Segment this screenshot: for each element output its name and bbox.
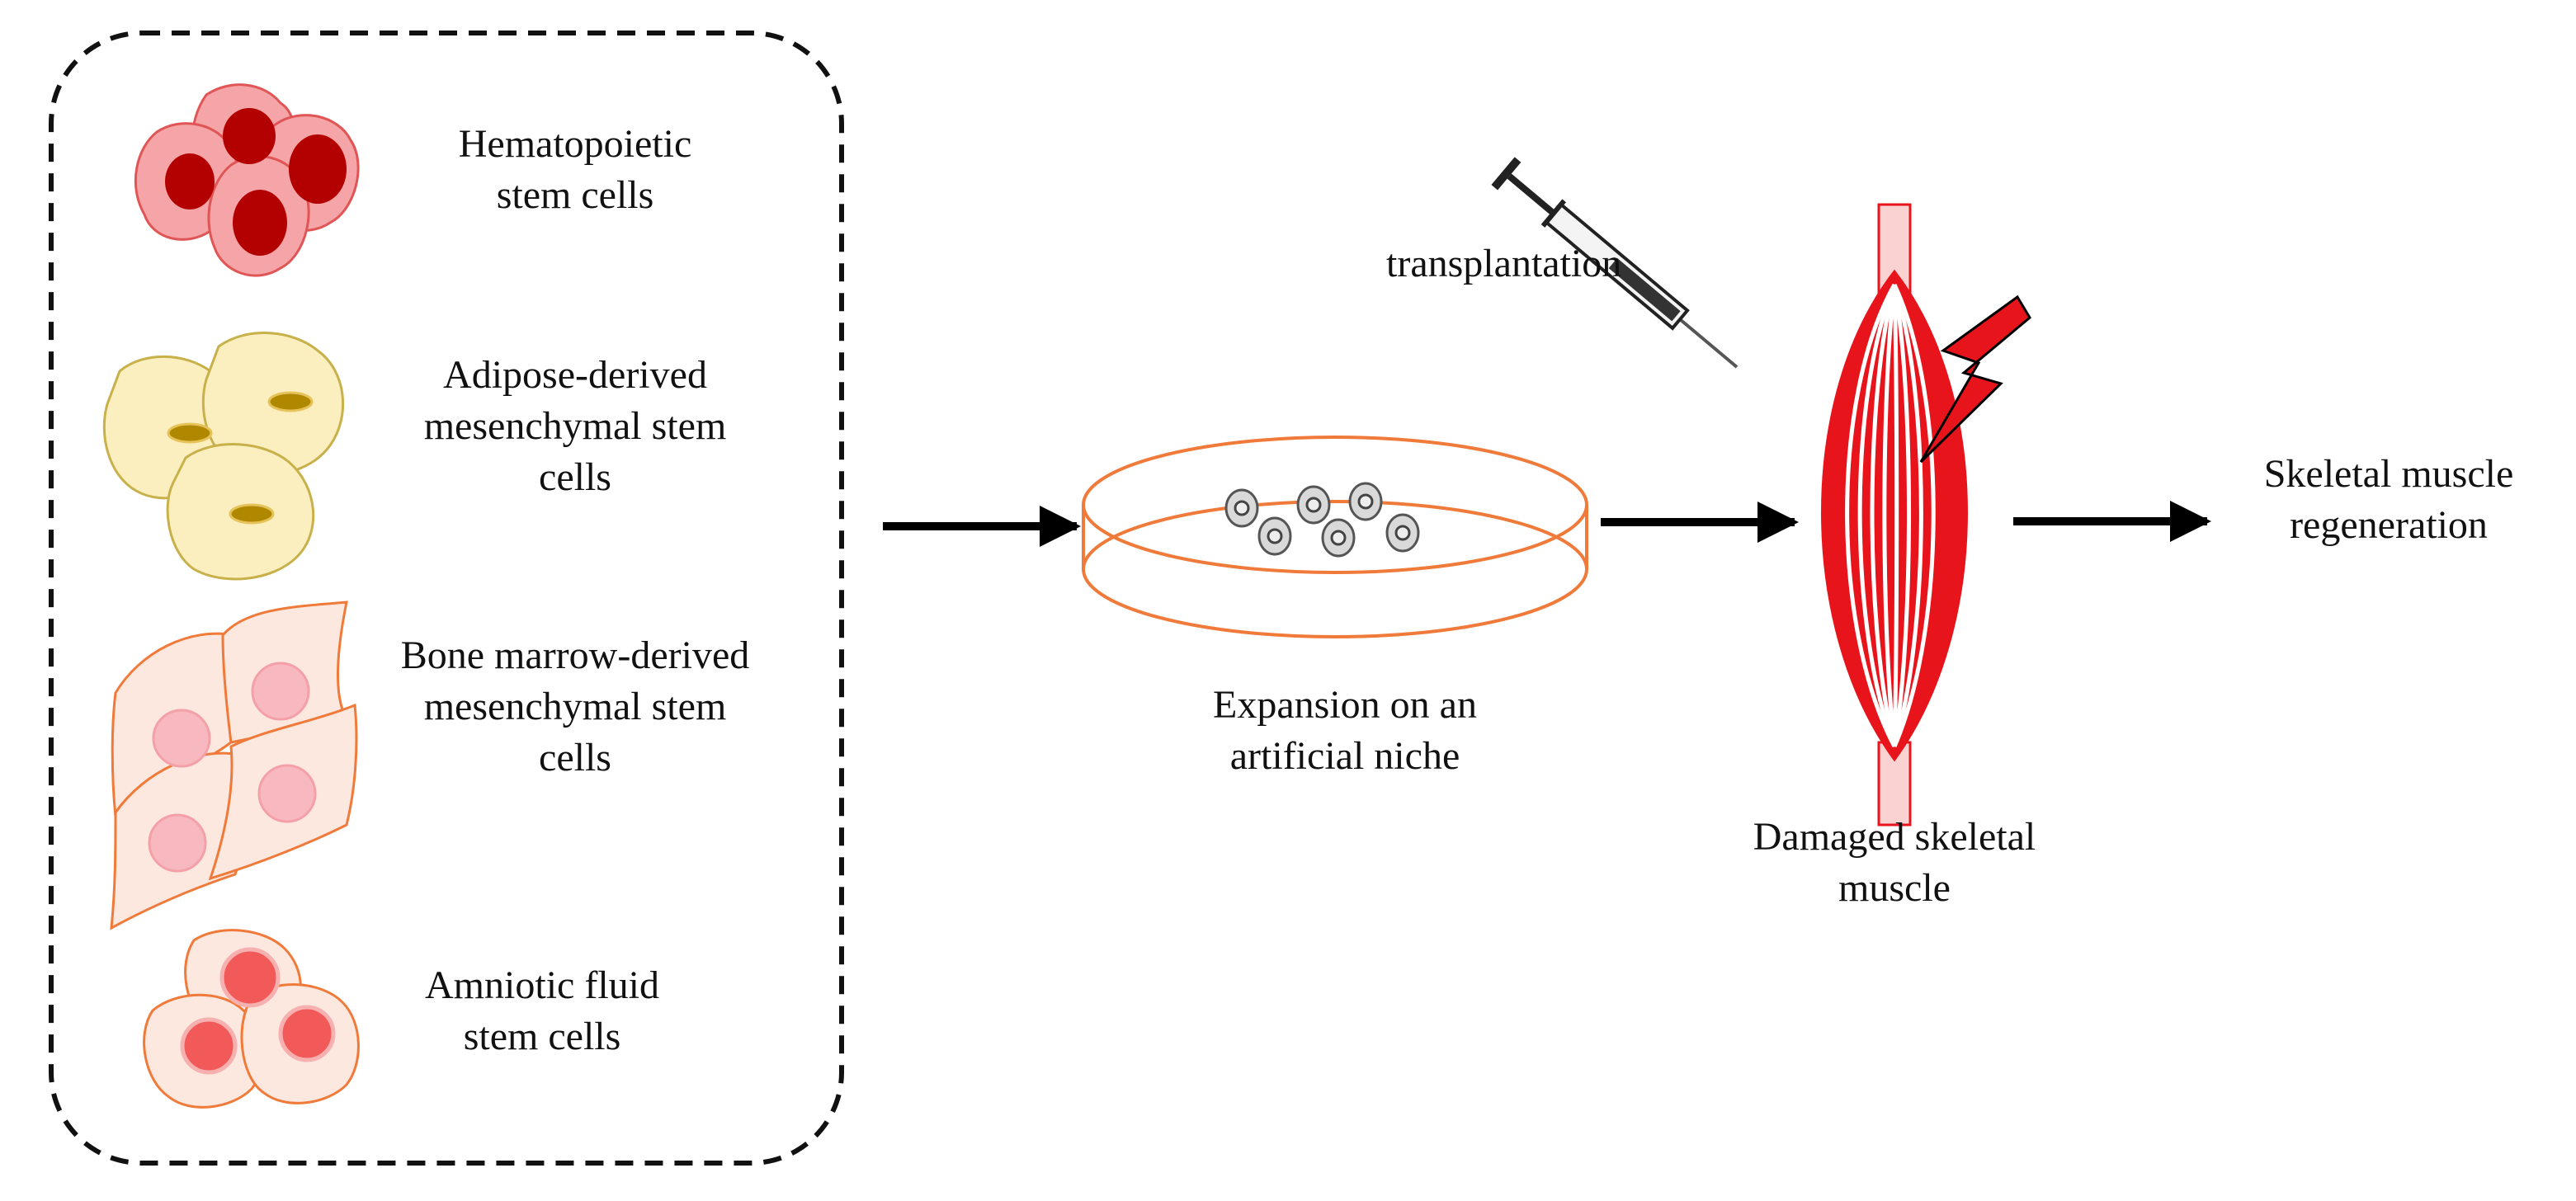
dish-cell bbox=[1296, 485, 1331, 525]
label-line: mesenchymal stem bbox=[424, 685, 727, 728]
label-line: cells bbox=[539, 736, 611, 779]
lightning-bolt-icon bbox=[1919, 294, 2031, 464]
muscle-fiber bbox=[1892, 283, 1936, 747]
cell-type-label: Adipose-derived mesenchymal stem cells bbox=[424, 353, 727, 499]
muscle-fiber bbox=[1892, 284, 1923, 747]
cell-type-label: Bone marrow-derived mesenchymal stem cells bbox=[401, 633, 750, 779]
hematopoietic-nuclei bbox=[165, 108, 347, 256]
label-line: Skeletal muscle bbox=[2264, 452, 2514, 496]
amniotic-nuclei bbox=[180, 947, 336, 1075]
label-line: stem cells bbox=[464, 1015, 621, 1058]
label-line: muscle bbox=[1838, 866, 1951, 910]
bone-marrow-nuclei bbox=[148, 662, 317, 873]
adipose-nuclei bbox=[167, 391, 314, 525]
muscle-fiber bbox=[1870, 284, 1897, 747]
dish-cells bbox=[1224, 482, 1420, 558]
label-line: Hematopoietic bbox=[459, 122, 692, 166]
label-line: Amniotic fluid bbox=[425, 963, 659, 1007]
cell-type-label: Amniotic fluid stem cells bbox=[425, 963, 659, 1058]
muscle-icon bbox=[1821, 203, 1968, 827]
regeneration-label: Skeletal muscle regeneration bbox=[2264, 452, 2514, 547]
label-line: Damaged skeletal bbox=[1753, 815, 2036, 859]
label-line: Expansion on an bbox=[1213, 683, 1477, 727]
label-line: cells bbox=[539, 455, 611, 499]
muscle-fiber bbox=[1882, 284, 1897, 747]
stem-cell-panel-border bbox=[49, 31, 844, 1166]
label-line: Bone marrow-derived bbox=[401, 633, 750, 677]
label-line: Adipose-derived bbox=[443, 353, 707, 397]
bone-marrow-cells-icon bbox=[110, 600, 358, 930]
muscle-fiber bbox=[1857, 284, 1897, 747]
dish-cell bbox=[1257, 516, 1292, 556]
syringe-icon bbox=[1491, 157, 1739, 369]
expansion-label: Expansion on an artificial niche bbox=[1213, 683, 1477, 778]
damaged-muscle-label: Damaged skeletal muscle bbox=[1753, 815, 2036, 910]
label-line: artificial niche bbox=[1230, 734, 1460, 778]
muscle-fiber bbox=[1845, 283, 1897, 748]
label-line: regeneration bbox=[2290, 503, 2488, 547]
muscle-fiber bbox=[1892, 284, 1899, 747]
cell-type-label: Hematopoietic stem cells bbox=[459, 122, 692, 217]
transplantation-label: transplantation bbox=[1386, 242, 1621, 285]
dish-cell bbox=[1224, 488, 1259, 528]
petri-dish-icon bbox=[1082, 436, 1588, 638]
dish-cell bbox=[1348, 482, 1383, 521]
dish-cell bbox=[1385, 513, 1420, 553]
label-line: mesenchymal stem bbox=[424, 404, 727, 448]
dish-cell bbox=[1321, 518, 1356, 558]
muscle-fiber bbox=[1892, 284, 1912, 747]
adipose-cells-icon bbox=[102, 332, 345, 581]
label-line: stem cells bbox=[497, 173, 654, 217]
